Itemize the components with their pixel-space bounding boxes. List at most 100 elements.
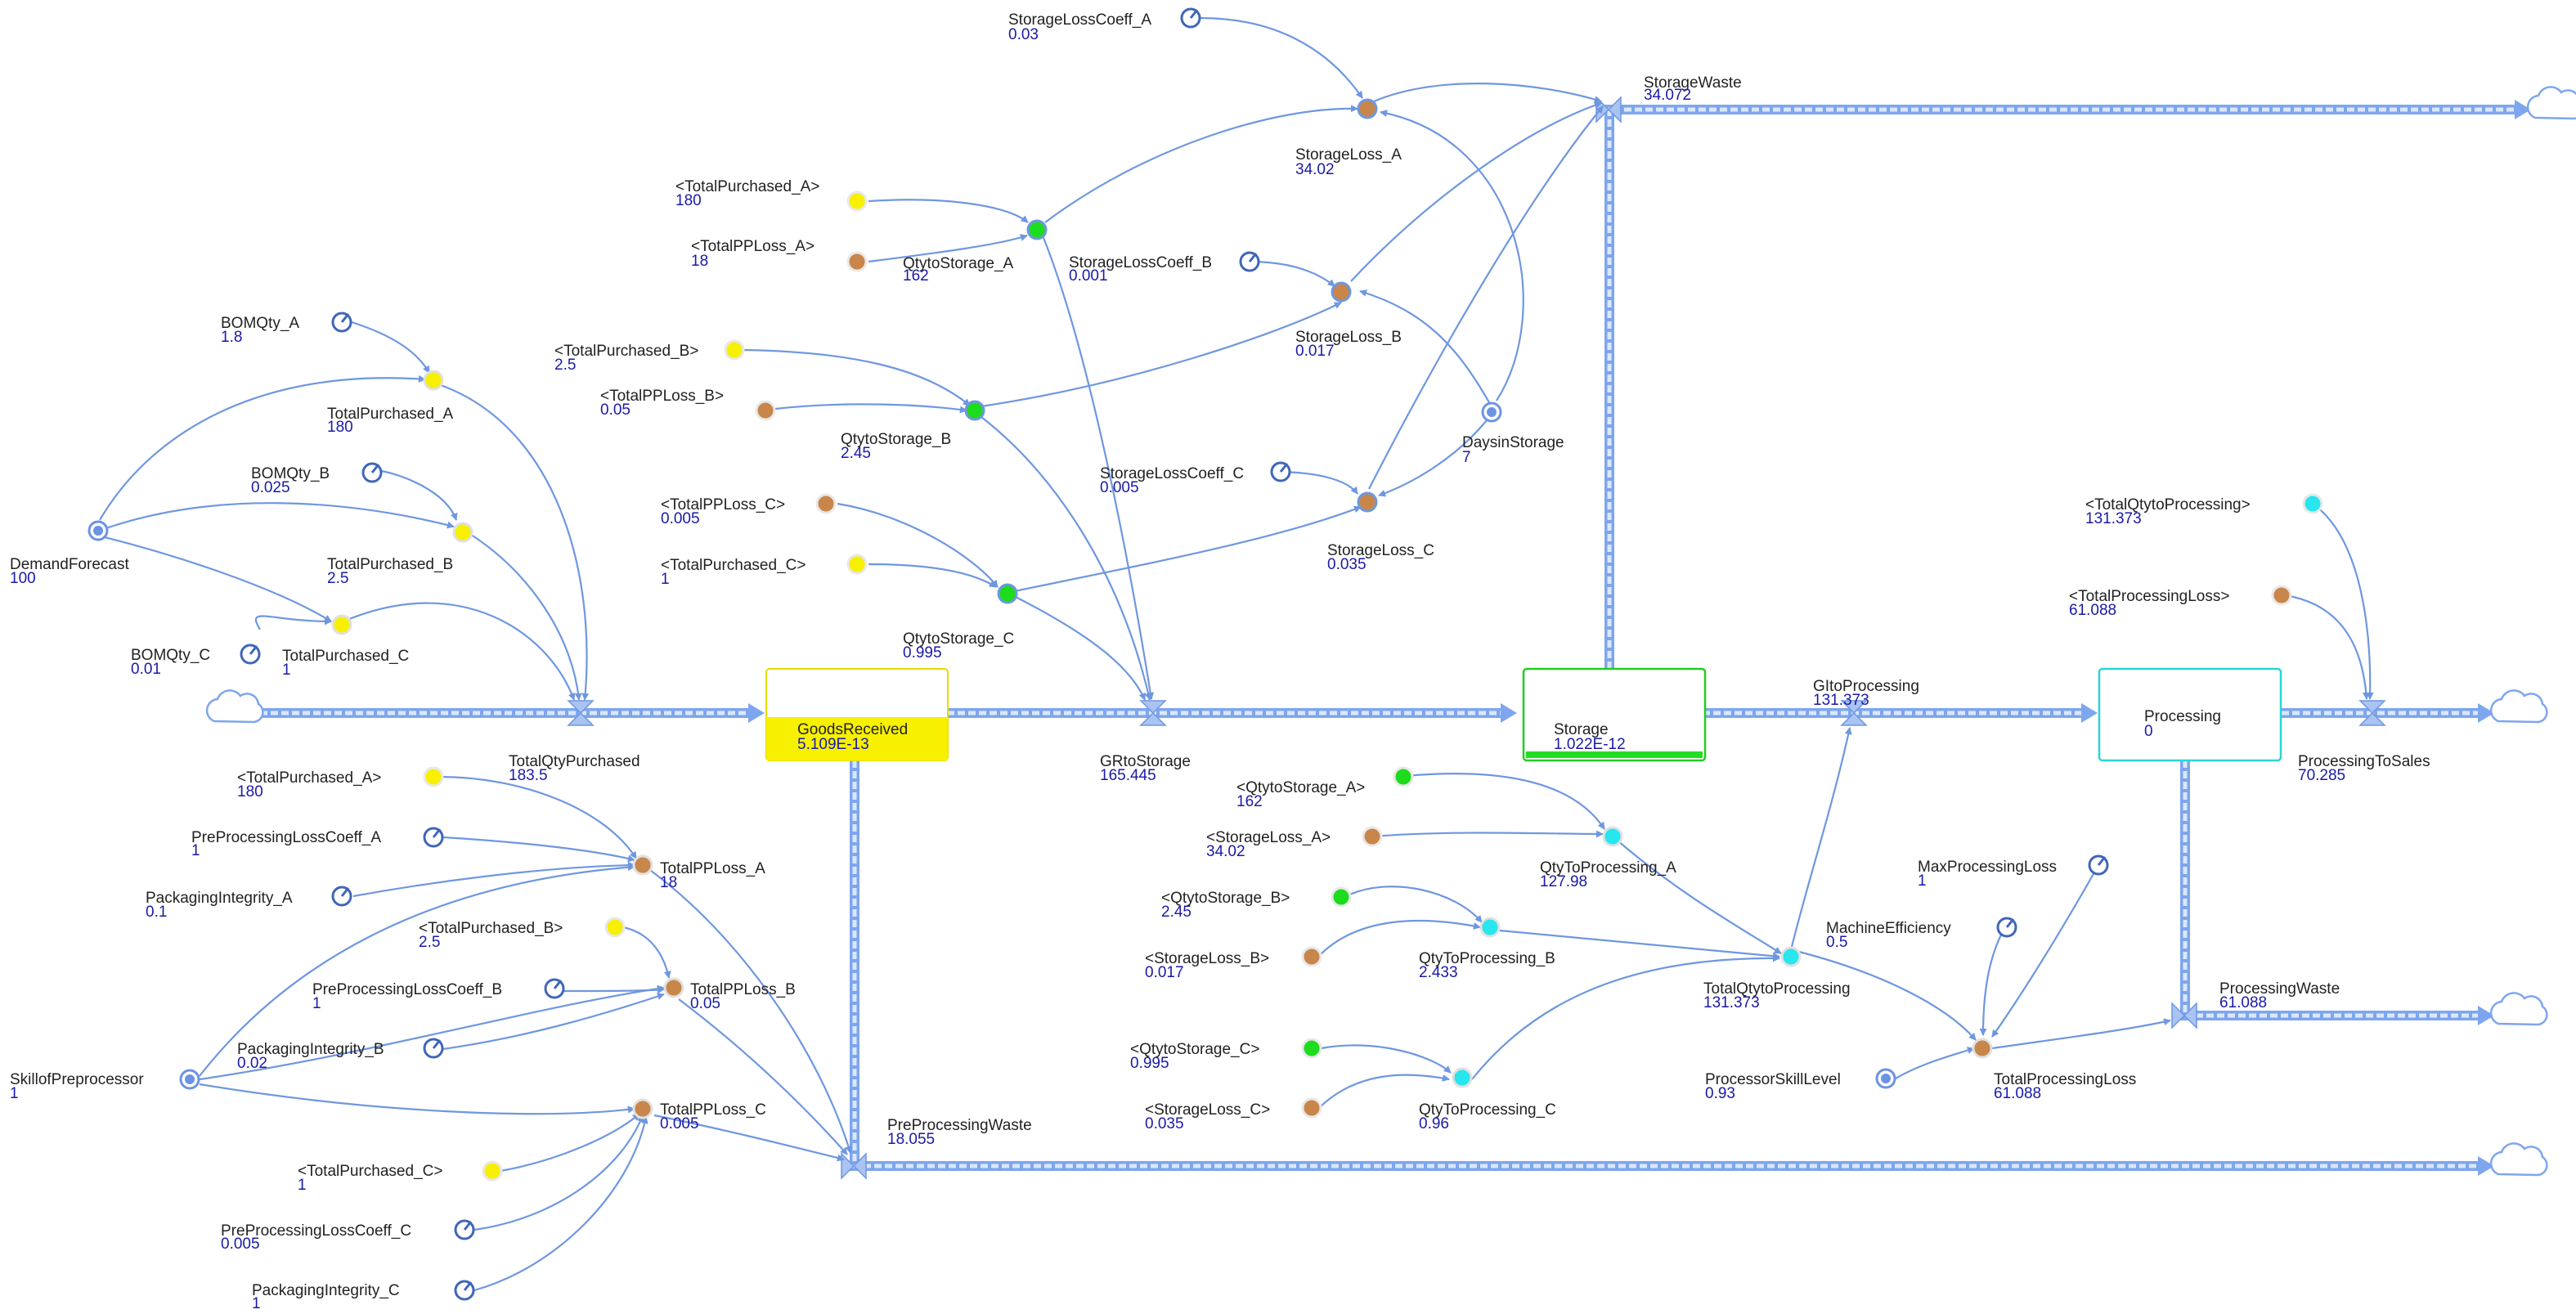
var-bom-qty-b[interactable]: BOMQty_B 0.025: [251, 462, 383, 496]
stock-value: 0: [2144, 723, 2153, 740]
var-ghost-storage-loss-a[interactable]: <StorageLoss_A> 34.02: [1206, 826, 1383, 860]
var-value: 127.98: [1540, 873, 1587, 890]
var-label: SkillofPreprocessor: [10, 1071, 144, 1088]
var-pp-loss-coeff-b[interactable]: PreProcessingLossCoeff_B 1: [312, 978, 565, 1012]
var-qty-to-processing-c[interactable]: QtyToProcessing_C 0.96: [1419, 1067, 1556, 1132]
var-qty-to-processing-a[interactable]: QtyToProcessing_A 127.98: [1540, 826, 1676, 890]
var-ghost-storage-loss-c[interactable]: <StorageLoss_C> 0.035: [1145, 1097, 1322, 1132]
var-ghost-total-qty-to-processing[interactable]: <TotalQtytoProcessing> 131.373: [2085, 493, 2323, 527]
var-value: 2.5: [327, 570, 348, 587]
flow-processing-to-sales[interactable]: ProcessingToSales 70.285: [2298, 753, 2430, 784]
var-packaging-integrity-a[interactable]: PackagingIntegrity_A 0.1: [146, 886, 352, 921]
var-total-pp-loss-b[interactable]: TotalPPLoss_B 0.05: [663, 977, 796, 1012]
var-label: <TotalPurchased_C>: [298, 1163, 442, 1180]
flow-label: TotalQtyPurchased: [509, 753, 640, 770]
flow-processing-waste[interactable]: ProcessingWaste 61.088: [2219, 980, 2340, 1011]
var-ghost-total-purchased-b-bottom[interactable]: <TotalPurchased_B> 2.5: [419, 917, 626, 951]
var-max-processing-loss[interactable]: MaxProcessingLoss 1: [1918, 854, 2109, 890]
var-bom-qty-a[interactable]: BOMQty_A 1.8: [221, 312, 352, 346]
var-storage-loss-c[interactable]: StorageLoss_C 0.035: [1327, 491, 1434, 573]
stock-goods-received[interactable]: GoodsReceived 5.109E-13: [765, 668, 949, 761]
var-value: 131.373: [1703, 994, 1760, 1011]
flow-preprocessing-waste[interactable]: PreProcessingWaste 18.055: [887, 1117, 1032, 1148]
var-packaging-integrity-b[interactable]: PackagingIntegrity_B 0.02: [237, 1038, 444, 1072]
var-value: 1: [282, 661, 291, 679]
var-ghost-qty-to-storage-a[interactable]: <QtytoStorage_A> 162: [1236, 766, 1414, 810]
var-value: 2.433: [1419, 964, 1458, 981]
flow-value: 61.088: [2219, 994, 2267, 1011]
valve-gr-to-storage-icon[interactable]: [1139, 700, 1167, 726]
var-pp-loss-coeff-a[interactable]: PreProcessingLossCoeff_A 1: [191, 827, 444, 859]
var-total-purchased-b[interactable]: TotalPurchased_B 2.5: [327, 522, 473, 587]
var-ghost-total-purchased-c-bottom[interactable]: <TotalPurchased_C> 1: [298, 1160, 503, 1194]
var-ghost-total-purchased-c-top[interactable]: <TotalPurchased_C> 1: [661, 554, 868, 588]
flow-storage-waste[interactable]: StorageWaste 34.072: [1644, 74, 1742, 104]
var-bom-qty-c[interactable]: BOMQty_C 0.01: [131, 644, 261, 678]
shadow-var-icon: [846, 554, 868, 575]
valve-gi-to-processing-icon[interactable]: [1840, 700, 1868, 726]
var-ghost-total-processing-loss[interactable]: <TotalProcessingLoss> 61.088: [2069, 585, 2292, 619]
valve-processing-to-sales-icon[interactable]: [2358, 700, 2386, 726]
var-storage-loss-coeff-a[interactable]: StorageLossCoeff_A 0.03: [1008, 7, 1201, 43]
var-total-purchased-a[interactable]: TotalPurchased_A 180: [327, 370, 454, 436]
flow-gr-to-storage[interactable]: GRtoStorage 165.445: [1100, 753, 1191, 784]
var-ghost-qty-to-storage-b[interactable]: <QtytoStorage_B> 2.45: [1161, 886, 1352, 921]
var-storage-loss-coeff-b[interactable]: StorageLossCoeff_B 0.001: [1069, 251, 1260, 285]
flow-total-qty-purchased[interactable]: TotalQtyPurchased 183.5: [509, 753, 640, 784]
var-ghost-total-pp-loss-b[interactable]: <TotalPPLoss_B> 0.05: [600, 388, 776, 421]
var-ghost-total-pp-loss-c[interactable]: <TotalPPLoss_C> 0.005: [661, 493, 837, 527]
var-storage-loss-a[interactable]: StorageLoss_A 34.02: [1295, 98, 1402, 178]
valve-total-qty-purchased-icon[interactable]: [567, 700, 595, 726]
var-skill-of-preprocessor[interactable]: SkillofPreprocessor 1: [10, 1069, 200, 1102]
var-label: QtytoStorage_B: [841, 431, 951, 448]
var-value: 180: [675, 192, 702, 209]
var-qty-to-storage-c[interactable]: QtytoStorage_C 0.995: [903, 583, 1018, 661]
var-value: 180: [327, 419, 353, 436]
var-demand-forecast[interactable]: DemandForecast 100: [10, 520, 129, 587]
var-ghost-total-purchased-b-top[interactable]: <TotalPurchased_B> 2.5: [554, 339, 745, 374]
var-storage-loss-b[interactable]: StorageLoss_B 0.017: [1295, 281, 1402, 360]
var-total-qty-to-processing[interactable]: TotalQtytoProcessing 131.373: [1703, 946, 1851, 1011]
valve-processing-waste-icon[interactable]: [2171, 1002, 2197, 1029]
var-value: 1: [10, 1085, 19, 1102]
var-label: StorageLossCoeff_A: [1008, 11, 1151, 29]
var-ghost-total-purchased-a-bottom[interactable]: <TotalPurchased_A> 180: [237, 766, 444, 801]
var-value: 0.025: [251, 479, 290, 496]
var-total-processing-loss[interactable]: TotalProcessingLoss 61.088: [1972, 1038, 2136, 1102]
var-total-pp-loss-c[interactable]: TotalPPLoss_C 0.005: [632, 1098, 766, 1132]
var-value: 131.373: [2085, 510, 2142, 527]
var-ghost-storage-loss-b[interactable]: <StorageLoss_B> 0.017: [1145, 946, 1322, 981]
var-machine-efficiency[interactable]: MachineEfficiency 0.5: [1826, 917, 2017, 951]
stock-storage[interactable]: Storage 1.022E-12: [1522, 667, 1707, 762]
var-total-pp-loss-a[interactable]: TotalPPLoss_A 18: [632, 854, 765, 891]
flow-value: 131.373: [1813, 692, 1869, 709]
var-label: DaysinStorage: [1462, 434, 1564, 451]
var-total-purchased-c[interactable]: TotalPurchased_C 1: [282, 614, 409, 679]
var-packaging-integrity-c[interactable]: PackagingIntegrity_C 1: [252, 1280, 475, 1312]
var-qty-to-storage-a[interactable]: QtytoStorage_A 162: [903, 219, 1048, 285]
var-storage-loss-coeff-c[interactable]: StorageLossCoeff_C 0.005: [1100, 461, 1291, 496]
var-label: BOMQty_C: [131, 647, 210, 664]
var-label: StorageLossCoeff_B: [1069, 254, 1212, 271]
var-processor-skill-level[interactable]: ProcessorSkillLevel 0.93: [1705, 1068, 1896, 1102]
var-label: QtyToProcessing_C: [1419, 1101, 1556, 1119]
var-days-in-storage[interactable]: DaysinStorage 7: [1462, 401, 1564, 466]
stock-processing[interactable]: Processing 0: [2098, 667, 2282, 762]
var-value: 162: [1236, 793, 1263, 810]
var-label: MaxProcessingLoss: [1918, 859, 2057, 876]
var-label: PackagingIntegrity_B: [237, 1041, 384, 1058]
causal-links: [99, 16, 2374, 1292]
var-label: <TotalPPLoss_C>: [661, 496, 785, 513]
var-value: 1.8: [221, 329, 242, 346]
var-qty-to-storage-b[interactable]: QtytoStorage_B 2.45: [841, 400, 985, 462]
var-label: PreProcessingLossCoeff_C: [221, 1222, 411, 1240]
var-ghost-qty-to-storage-c[interactable]: <QtytoStorage_C> 0.995: [1130, 1038, 1322, 1072]
var-pp-loss-coeff-c[interactable]: PreProcessingLossCoeff_C 0.005: [221, 1219, 475, 1253]
var-label: BOMQty_A: [221, 315, 299, 332]
var-qty-to-processing-b[interactable]: QtyToProcessing_B 2.433: [1419, 917, 1555, 981]
valve-preprocessing-waste-icon[interactable]: [841, 1152, 867, 1180]
var-ghost-total-pp-loss-a[interactable]: <TotalPPLoss_A> 18: [691, 238, 868, 272]
flow-gi-to-processing[interactable]: GItoProcessing 131.373: [1813, 678, 1919, 709]
var-value: 61.088: [2069, 602, 2116, 619]
var-ghost-total-purchased-a-top[interactable]: <TotalPurchased_A> 180: [675, 178, 868, 212]
